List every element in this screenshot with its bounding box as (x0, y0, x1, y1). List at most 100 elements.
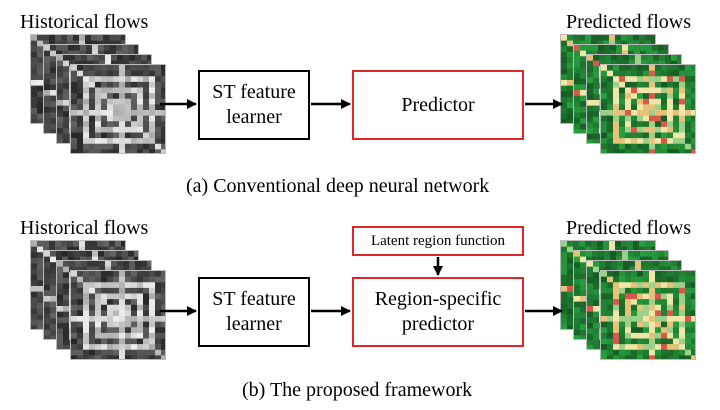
map-cell (623, 60, 630, 67)
map-cell (101, 115, 108, 122)
map-cell (643, 143, 650, 150)
map-cell (89, 310, 96, 317)
map-cell (125, 132, 132, 139)
map-cell (77, 121, 84, 128)
map-cell (580, 262, 587, 269)
map-cell (31, 80, 38, 86)
map-cell (71, 276, 78, 283)
map-cell (561, 46, 568, 53)
map-cell (567, 263, 574, 270)
map-cell (593, 139, 600, 143)
map-cell (580, 284, 587, 291)
map-cell (101, 316, 108, 322)
map-cell (655, 321, 662, 328)
map-cell (625, 132, 632, 139)
map-cell (613, 98, 620, 105)
map-cell (661, 327, 668, 334)
map-cell (580, 296, 587, 302)
map-cell (580, 312, 587, 319)
map-cell (71, 327, 78, 334)
map-cell (587, 311, 594, 318)
map-cell (643, 126, 650, 133)
map-cell (131, 115, 138, 122)
map-cell (155, 282, 162, 289)
map-cell (77, 293, 84, 300)
map-cell (107, 355, 114, 359)
map-cell (57, 306, 64, 312)
map-cell (113, 138, 120, 145)
map-cell (625, 349, 632, 356)
map-cell (119, 115, 126, 122)
map-cell (593, 88, 600, 95)
map-cell (149, 344, 156, 351)
map-cell (149, 349, 156, 356)
map-cell (95, 93, 102, 100)
map-cell (679, 98, 686, 105)
map-cell (71, 104, 78, 111)
map-cell (149, 332, 156, 339)
map-cell (155, 132, 162, 139)
map-cell (592, 256, 599, 263)
map-cell (561, 274, 568, 281)
map-cell (44, 296, 51, 302)
map-cell (580, 256, 587, 263)
map-cell (622, 45, 629, 51)
map-cell (137, 70, 144, 77)
map-cell (50, 256, 57, 263)
map-cell (113, 271, 120, 277)
map-cell (143, 110, 150, 116)
map-cell (691, 87, 695, 94)
map-cell (143, 344, 150, 351)
map-cell (655, 93, 662, 100)
map-cell (580, 318, 587, 325)
map-cell (561, 119, 568, 123)
map-cell (673, 126, 680, 133)
map-cell (619, 355, 626, 359)
map-cell (161, 344, 165, 351)
map-cell (661, 121, 668, 128)
map-cell (107, 81, 114, 88)
map-cell (50, 279, 57, 286)
map-cell (567, 46, 574, 53)
map-cell (44, 329, 51, 336)
map-cell (71, 138, 78, 145)
map-cell (574, 45, 581, 51)
map-cell (37, 269, 44, 276)
map-cell (37, 257, 44, 264)
map-cell (131, 81, 138, 88)
map-cell (31, 325, 38, 329)
map-cell (44, 118, 51, 125)
map-cell (631, 81, 638, 88)
map-cell (623, 55, 630, 61)
map-cell (63, 139, 70, 143)
map-cell (44, 101, 51, 108)
map-cell (31, 246, 38, 253)
map-cell (567, 269, 574, 276)
map-cell (155, 104, 162, 111)
map-cell (645, 241, 652, 247)
map-cell (83, 115, 90, 122)
map-cell (685, 65, 692, 71)
map-cell (637, 132, 644, 139)
map-cell (117, 60, 124, 67)
map-cell (593, 272, 600, 279)
map-cell (113, 332, 120, 339)
map-cell (561, 319, 568, 326)
map-cell (62, 50, 69, 57)
map-cell (593, 122, 600, 129)
map-cell (125, 293, 132, 300)
map-cell (31, 314, 38, 321)
map-cell (601, 81, 608, 88)
map-cell (57, 300, 64, 307)
map-cell (604, 45, 611, 51)
map-cell (137, 293, 144, 300)
map-cell (77, 316, 84, 322)
map-cell (580, 90, 587, 96)
map-cell (607, 282, 614, 289)
map-cell (627, 241, 634, 247)
map-cell (685, 110, 692, 116)
map-cell (573, 246, 580, 253)
map-cell (641, 60, 648, 67)
map-cell (83, 76, 90, 83)
